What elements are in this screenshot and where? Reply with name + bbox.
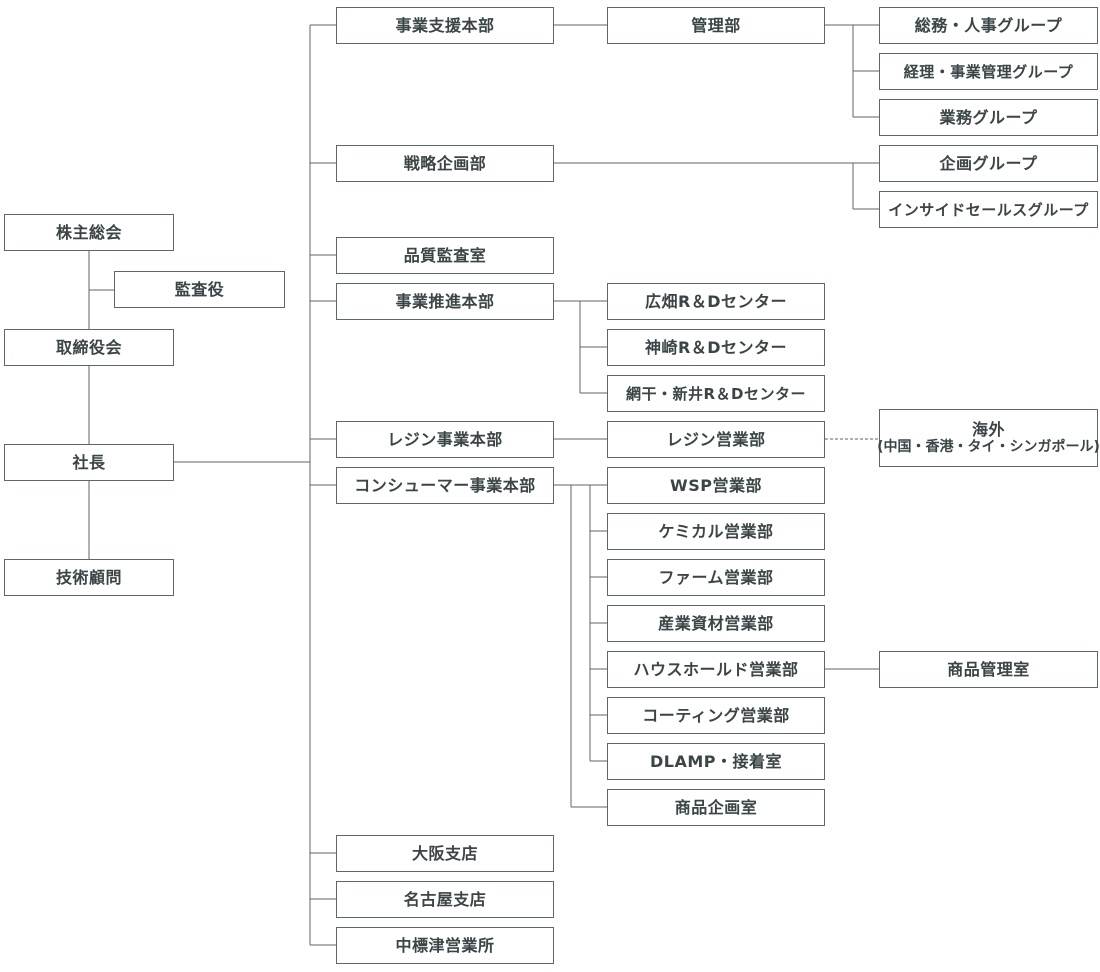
box-label: ケミカル営業部 [658, 521, 774, 541]
business-promotion-division-box: 事業推進本部 [336, 283, 554, 320]
box-label: 監査役 [174, 279, 225, 299]
box-label: コーティング営業部 [642, 705, 790, 725]
box-label: 神崎R＆Dセンター [644, 337, 788, 357]
box-label: 企画グループ [939, 153, 1038, 173]
box-label: 業務グループ [939, 107, 1038, 127]
shareholders-meeting-box: 株主総会 [4, 214, 174, 251]
box-label: 管理部 [691, 15, 741, 35]
box-label: 事業支援本部 [395, 15, 495, 35]
general-affairs-group-box: 総務・人事グループ [879, 7, 1098, 44]
box-label: 網干・新井R＆Dセンター [625, 384, 806, 403]
board-of-directors-box: 取締役会 [4, 329, 174, 366]
box-label: 戦略企画部 [403, 153, 487, 173]
box-label: DLAMP・接着室 [649, 751, 782, 771]
coating-sales-box: コーティング営業部 [607, 697, 825, 734]
dlamp-adhesion-box: DLAMP・接着室 [607, 743, 825, 780]
box-label: 広畑R＆Dセンター [644, 291, 788, 311]
box-label: レジン営業部 [666, 429, 766, 449]
box-label: 社長 [72, 452, 106, 472]
rd-kanzaki-box: 神崎R＆Dセンター [607, 329, 825, 366]
accounting-group-box: 経理・事業管理グループ [879, 53, 1098, 90]
auditor-box: 監査役 [114, 271, 285, 308]
box-label: コンシューマー事業本部 [354, 475, 536, 495]
box-label: 産業資材営業部 [658, 613, 774, 633]
box-label: レジン事業本部 [387, 429, 503, 449]
household-sales-box: ハウスホールド営業部 [607, 651, 825, 688]
wsp-sales-box: WSP営業部 [607, 467, 825, 504]
rd-hirohata-box: 広畑R＆Dセンター [607, 283, 825, 320]
consumer-division-box: コンシューマー事業本部 [336, 467, 554, 504]
box-label: WSP営業部 [670, 475, 762, 495]
product-planning-box: 商品企画室 [607, 789, 825, 826]
strategy-planning-box: 戦略企画部 [336, 145, 554, 182]
rd-aboshi-box: 網干・新井R＆Dセンター [607, 375, 825, 412]
box-label: ファーム営業部 [658, 567, 774, 587]
farm-sales-box: ファーム営業部 [607, 559, 825, 596]
planning-group-box: 企画グループ [879, 145, 1098, 182]
resin-sales-box: レジン営業部 [607, 421, 825, 458]
box-label: 名古屋支店 [403, 889, 487, 909]
box-label: 株主総会 [55, 222, 122, 242]
technical-advisor-box: 技術顧問 [4, 559, 174, 596]
box-label: インサイドセールスグループ [888, 200, 1089, 219]
operations-group-box: 業務グループ [879, 99, 1098, 136]
box-label: 中標津営業所 [395, 935, 495, 955]
box-label: 経理・事業管理グループ [903, 62, 1074, 81]
box-label: 技術顧問 [55, 567, 122, 587]
quality-audit-box: 品質監査室 [336, 237, 554, 274]
nagoya-branch-box: 名古屋支店 [336, 881, 554, 918]
business-support-division-box: 事業支援本部 [336, 7, 554, 44]
management-department-box: 管理部 [607, 7, 825, 44]
overseas-label: 海外 [971, 420, 1005, 439]
nakashibetsu-office-box: 中標津営業所 [336, 927, 554, 964]
resin-division-box: レジン事業本部 [336, 421, 554, 458]
box-label: 総務・人事グループ [914, 15, 1063, 35]
president-box: 社長 [4, 444, 174, 481]
chemical-sales-box: ケミカル営業部 [607, 513, 825, 550]
box-label: 取締役会 [55, 337, 122, 357]
overseas-box: 海外 (中国・香港・タイ・シンガポール) [877, 409, 1100, 467]
box-label: 商品管理室 [947, 659, 1030, 679]
box-label: ハウスホールド営業部 [633, 659, 799, 679]
product-management-box: 商品管理室 [879, 651, 1098, 688]
inside-sales-group-box: インサイドセールスグループ [879, 191, 1098, 228]
box-label: 事業推進本部 [395, 291, 495, 311]
box-label: 品質監査室 [403, 245, 487, 265]
box-label: 商品企画室 [674, 797, 758, 817]
overseas-regions-label: (中国・香港・タイ・シンガポール) [877, 439, 1100, 456]
osaka-branch-box: 大阪支店 [336, 835, 554, 872]
industrial-materials-sales-box: 産業資材営業部 [607, 605, 825, 642]
box-label: 大阪支店 [411, 843, 478, 863]
